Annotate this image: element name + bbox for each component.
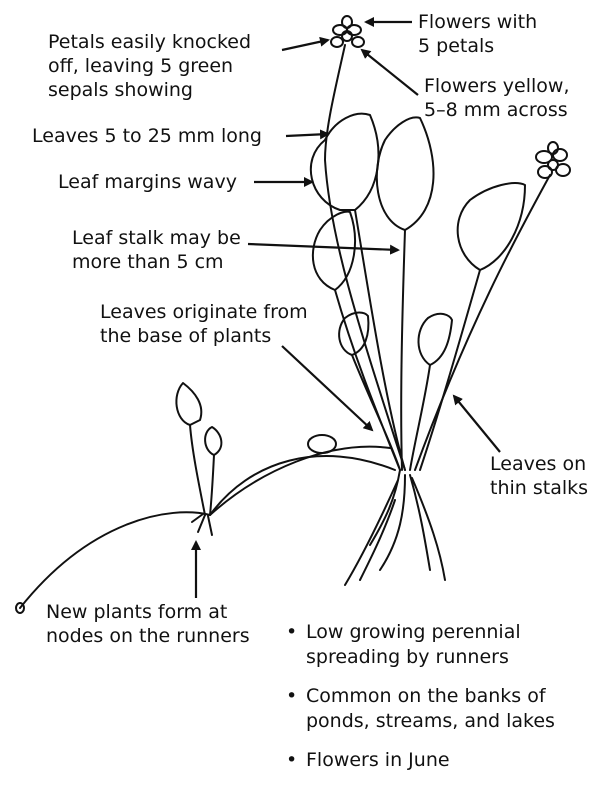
- facts-list: • Low growing perennial spreading by run…: [284, 620, 594, 787]
- label-leaf-stalk-line: more than 5 cm: [72, 250, 241, 274]
- label-petals-knocked-line: sepals showing: [48, 78, 251, 102]
- arrow-leaves-base: [282, 346, 372, 430]
- label-flowers-yellow-line: 5–8 mm across: [424, 98, 570, 122]
- label-flowers-yellow: Flowers yellow, 5–8 mm across: [424, 74, 570, 122]
- label-new-plants-line: nodes on the runners: [46, 624, 250, 648]
- label-new-plants-line: New plants form at: [46, 600, 250, 624]
- runner-stem: [20, 456, 395, 608]
- small-plant-roots: [192, 514, 212, 535]
- arrow-flowers-yellow: [362, 50, 418, 95]
- label-new-plants: New plants form at nodes on the runners: [46, 600, 250, 648]
- label-leaves-length-line: Leaves 5 to 25 mm long: [32, 124, 262, 148]
- runner-stem-lower: [210, 447, 390, 515]
- flower-stalk: [325, 45, 405, 470]
- label-petals-knocked-line: off, leaving 5 green: [48, 54, 251, 78]
- label-leaves-base: Leaves originate from the base of plants: [100, 300, 308, 348]
- plant-roots: [345, 470, 445, 585]
- bullet-dot-icon: •: [286, 620, 297, 645]
- label-flowers-5-petals-line: Flowers with: [418, 10, 537, 34]
- label-leaves-base-line: the base of plants: [100, 324, 308, 348]
- label-flowers-yellow-line: Flowers yellow,: [424, 74, 570, 98]
- bullet-dot-icon: •: [286, 748, 297, 773]
- leaf-upper-left: [311, 114, 379, 210]
- top-flower: [331, 16, 364, 47]
- label-leaves-thin: Leaves on thin stalks: [490, 452, 588, 500]
- label-petals-knocked: Petals easily knocked off, leaving 5 gre…: [48, 30, 251, 102]
- label-leaves-thin-line: Leaves on: [490, 452, 588, 476]
- fact-line: spreading by runners: [306, 645, 594, 670]
- small-plant-leaf-2: [205, 427, 221, 455]
- label-leaves-length: Leaves 5 to 25 mm long: [32, 124, 262, 148]
- label-petals-knocked-line: Petals easily knocked: [48, 30, 251, 54]
- fact-item: • Common on the banks of ponds, streams,…: [284, 684, 594, 734]
- label-leaves-base-line: Leaves originate from: [100, 300, 308, 324]
- label-leaf-margins: Leaf margins wavy: [58, 170, 237, 194]
- arrow-leaves-thin: [454, 396, 500, 452]
- leaf-upper-center: [377, 117, 434, 230]
- right-flower: [536, 142, 570, 178]
- leaf-lower-right: [418, 314, 452, 365]
- fact-line: Common on the banks of: [306, 684, 594, 709]
- fact-line: Flowers in June: [306, 748, 594, 773]
- label-leaf-margins-line: Leaf margins wavy: [58, 170, 237, 194]
- fact-line: Low growing perennial: [306, 620, 594, 645]
- fact-item: • Flowers in June: [284, 748, 594, 773]
- arrow-leaf-stalk: [248, 244, 398, 250]
- small-plant-stalk: [190, 425, 214, 515]
- runner-node-leaf: [308, 435, 336, 453]
- label-leaves-thin-line: thin stalks: [490, 476, 588, 500]
- arrow-petals-knocked: [282, 40, 328, 50]
- fact-item: • Low growing perennial spreading by run…: [284, 620, 594, 670]
- arrow-leaves-length: [286, 134, 328, 136]
- label-leaf-stalk: Leaf stalk may be more than 5 cm: [72, 226, 241, 274]
- fact-line: ponds, streams, and lakes: [306, 709, 594, 734]
- leaf-right: [458, 183, 525, 270]
- small-plant-leaf-1: [176, 383, 201, 425]
- bullet-dot-icon: •: [286, 684, 297, 709]
- label-flowers-5-petals: Flowers with 5 petals: [418, 10, 537, 58]
- label-flowers-5-petals-line: 5 petals: [418, 34, 537, 58]
- label-leaf-stalk-line: Leaf stalk may be: [72, 226, 241, 250]
- right-flower-stalk: [415, 175, 550, 470]
